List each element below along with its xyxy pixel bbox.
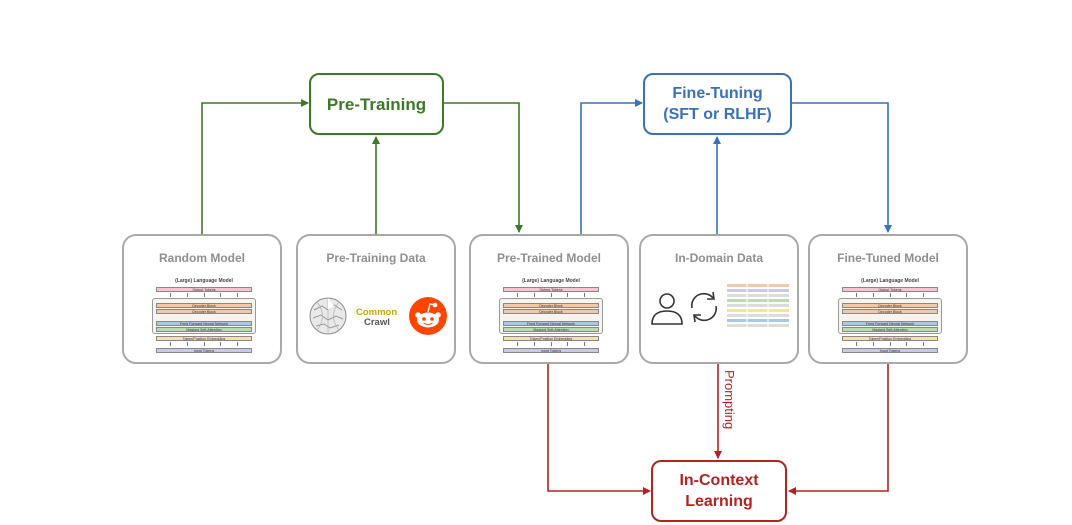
arch-title: (Large) Language Model [861, 278, 919, 284]
output-tokens-bar: Output Tokens [156, 287, 252, 292]
output-tokens-bar: Output Tokens [842, 287, 938, 292]
feed-forward-bar: Feed Forward Neural Network [156, 321, 252, 326]
decoder-block-bar: Decoder Block [842, 303, 938, 308]
pretraining-stage: Pre-Training [309, 73, 444, 135]
pretrained-model-card: Pre-Trained Model (Large) Language Model… [469, 234, 629, 364]
finetuning-label: Fine-Tuning [672, 85, 763, 102]
arch-title: (Large) Language Model [175, 278, 233, 284]
random-model-card: Random Model (Large) Language Model Outp… [122, 234, 282, 364]
finetuning-sublabel: (SFT or RLHF) [663, 106, 772, 123]
card-title: Random Model [159, 251, 245, 265]
wikipedia-globe-icon [309, 297, 347, 335]
input-tokens-bar: Input Tokens [156, 348, 252, 353]
finetuned-model-card: Fine-Tuned Model (Large) Language Model … [808, 234, 968, 364]
icl-stage: In-Context Learning [651, 460, 787, 522]
attention-bar: Masked Self-Attention [503, 327, 599, 332]
card-title: Pre-Training Data [326, 251, 426, 265]
finetuning-stage: Fine-Tuning (SFT or RLHF) [643, 73, 792, 135]
common-crawl-line2: Crawl [364, 317, 390, 328]
embedding-bar: Token/Position Embedding [156, 336, 252, 341]
arrow-ticks [848, 342, 932, 346]
edge-finetuned-to-icl [788, 364, 889, 495]
attention-bar: Masked Self-Attention [156, 327, 252, 332]
feed-forward-bar: Feed Forward Neural Network [842, 321, 938, 326]
pretraining-label: Pre-Training [326, 94, 427, 114]
circular-arrows-icon [690, 291, 718, 323]
edge-pretrained-to-icl [547, 364, 651, 495]
embedding-bar: Token/Position Embedding [503, 336, 599, 341]
llm-architecture-diagram: (Large) Language Model Output Tokens Dec… [838, 278, 942, 354]
edge-random-to-pretraining [201, 99, 309, 234]
decoder-block-bar: Decoder Block [156, 303, 252, 308]
embedding-bar: Token/Position Embedding [842, 336, 938, 341]
output-tokens-bar: Output Tokens [503, 287, 599, 292]
card-title: Fine-Tuned Model [837, 251, 939, 265]
decoder-block-bar: Decoder Block [503, 303, 599, 308]
icl-label-line1: In-Context [679, 472, 759, 489]
edge-pretrained-to-finetuning [580, 99, 643, 234]
pretraining-data-card: Pre-Training Data Common Crawl [296, 234, 456, 364]
attention-bar: Masked Self-Attention [842, 327, 938, 332]
llm-architecture-diagram: (Large) Language Model Output Tokens Dec… [499, 278, 603, 354]
arrow-ticks [162, 342, 246, 346]
reddit-alien-icon [409, 297, 447, 335]
card-title: In-Domain Data [674, 251, 763, 265]
card-title: Pre-Trained Model [496, 251, 602, 265]
arrow-ticks [509, 293, 593, 297]
edge-finetuning-to-finetuned [792, 102, 892, 233]
decoder-block-bar: Decoder Block [842, 309, 938, 314]
arrow-ticks [162, 293, 246, 297]
arrow-ticks [509, 342, 593, 346]
arrow-ticks [848, 293, 932, 297]
input-tokens-bar: Input Tokens [503, 348, 599, 353]
indomain-data-card: In-Domain Data [639, 234, 799, 364]
input-tokens-bar: Input Tokens [842, 348, 938, 353]
edge-pretraining-to-pretrained [444, 102, 523, 233]
llm-architecture-diagram: (Large) Language Model Output Tokens Dec… [152, 278, 256, 354]
prompting-label: Prompting [722, 370, 737, 429]
icl-label-line2: Learning [685, 493, 753, 510]
user-outline-icon [651, 293, 683, 325]
decoder-block-bar: Decoder Block [503, 309, 599, 314]
data-table-icon [727, 284, 789, 327]
arch-title: (Large) Language Model [522, 278, 580, 284]
decoder-block-bar: Decoder Block [156, 309, 252, 314]
feed-forward-bar: Feed Forward Neural Network [503, 321, 599, 326]
common-crawl-line1: Common [356, 307, 398, 318]
